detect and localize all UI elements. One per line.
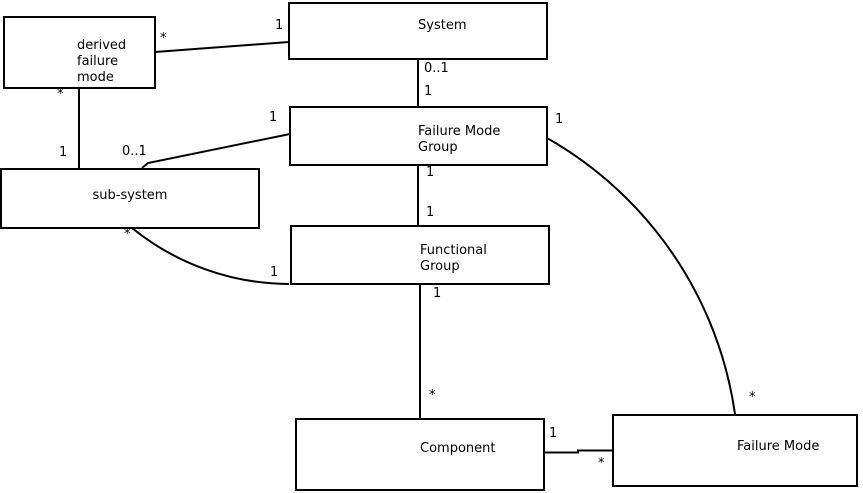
mult-fmg-fm-fmg-end: 1 [555,112,564,127]
entity-derived-failure-mode: derived failure mode [3,16,156,89]
entity-label-line: Component [420,441,496,456]
mult-component-fm-fm-end: * [598,456,605,471]
mult-fmg-fm-fm-end: * [749,390,756,405]
entity-label-line: System [418,18,467,33]
entity-label-line: derived [77,38,127,53]
entity-failure-mode-group: Failure Mode Group [289,106,548,166]
entity-system: System [288,2,548,60]
mult-fg-component-comp-end: * [429,388,436,403]
connector-component-fm [544,449,613,454]
mult-dfm-subsystem-sub-end: 1 [59,145,68,160]
entity-component: Component [295,418,545,491]
entity-label-line: Failure Mode [418,124,501,139]
mult-fmg-subsystem-fmg-end: 1 [269,110,278,125]
mult-dfm-subsystem-dfm-end: * [57,87,64,102]
mult-system-dfm-dfm-end: * [160,31,167,46]
mult-system-fmg-fmg-end: 1 [424,84,433,99]
mult-system-dfm-system-end: 1 [275,18,284,33]
mult-system-fmg-system-end: 0..1 [424,61,449,76]
entity-label-line: Failure Mode [737,439,820,454]
mult-fg-component-fg-end: 1 [433,286,442,301]
entity-label-line: failure [77,54,119,69]
mult-component-fm-comp-end: 1 [549,426,558,441]
entity-label-line: sub-system [92,188,168,203]
entity-label-line: mode [77,70,114,85]
entity-failure-mode: Failure Mode [612,414,858,487]
entity-label-line: Functional [420,243,487,258]
entity-functional-group: Functional Group [290,225,550,285]
mult-subsystem-fg-fg-end: 1 [270,265,279,280]
connector-fmg-fm [546,137,736,415]
mult-fmg-fg-fmg-end: 1 [426,165,435,180]
mult-subsystem-fg-sub-end: * [124,227,131,242]
connector-dfm-system [154,41,290,53]
mult-fmg-fg-fg-end: 1 [426,205,435,220]
entity-label-line: Group [418,140,458,155]
entity-sub-system: sub-system [0,168,260,229]
entity-label-line: Group [420,259,460,274]
mult-fmg-subsystem-sub-end: 0..1 [122,144,147,159]
connector-subsystem-fmg [141,133,291,169]
connector-subsystem-fg [131,227,290,285]
